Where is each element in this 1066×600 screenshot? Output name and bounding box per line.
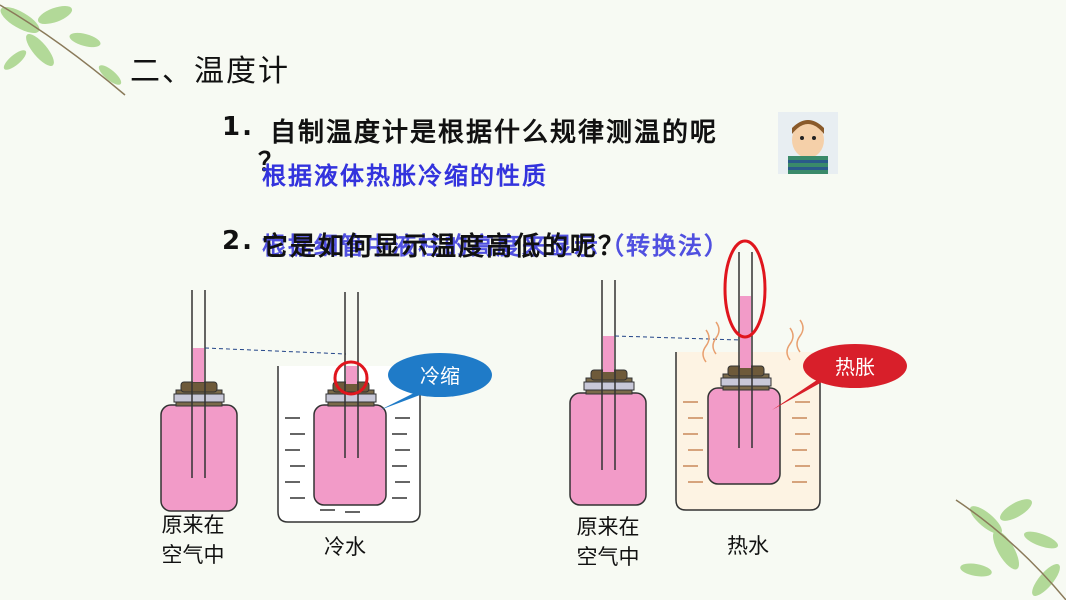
question-1-number: 1. (222, 112, 254, 142)
question-2-number: 2. (222, 226, 254, 256)
question-2-text: 它是如何显示温度高低的呢？ (262, 232, 627, 262)
cold-shrink-label: 冷缩 (420, 364, 460, 388)
leaf-decoration-top-left (0, 4, 126, 96)
cold-shrink-bubble (380, 353, 492, 410)
answer-1: 根据液体热胀冷缩的性质 (262, 162, 548, 190)
page-title: 二、温度计 (130, 54, 290, 89)
caption-hot-water: 热水 (727, 534, 769, 558)
hot-water-beaker (675, 239, 821, 511)
question-1-text: 自制温度计是根据什么规律测温的呢 (270, 118, 719, 148)
cold-water-beaker (277, 292, 421, 523)
bottle-in-air-right (569, 280, 647, 506)
bottle-in-air-left (160, 290, 238, 512)
question-1-tail: ？ (258, 148, 287, 178)
hot-expand-label: 热胀 (835, 355, 875, 379)
thinking-boy-avatar (778, 112, 838, 174)
leaf-decoration-bottom-right (955, 499, 1066, 600)
caption-air-left: 原来在 空气中 (161, 513, 225, 567)
answer-2: 根据细管中液柱的高度来显示（转换法） (262, 232, 730, 260)
hot-expand-bubble (772, 344, 907, 410)
caption-air-right: 原来在 空气中 (576, 515, 640, 569)
caption-cold-water: 冷水 (324, 535, 366, 559)
